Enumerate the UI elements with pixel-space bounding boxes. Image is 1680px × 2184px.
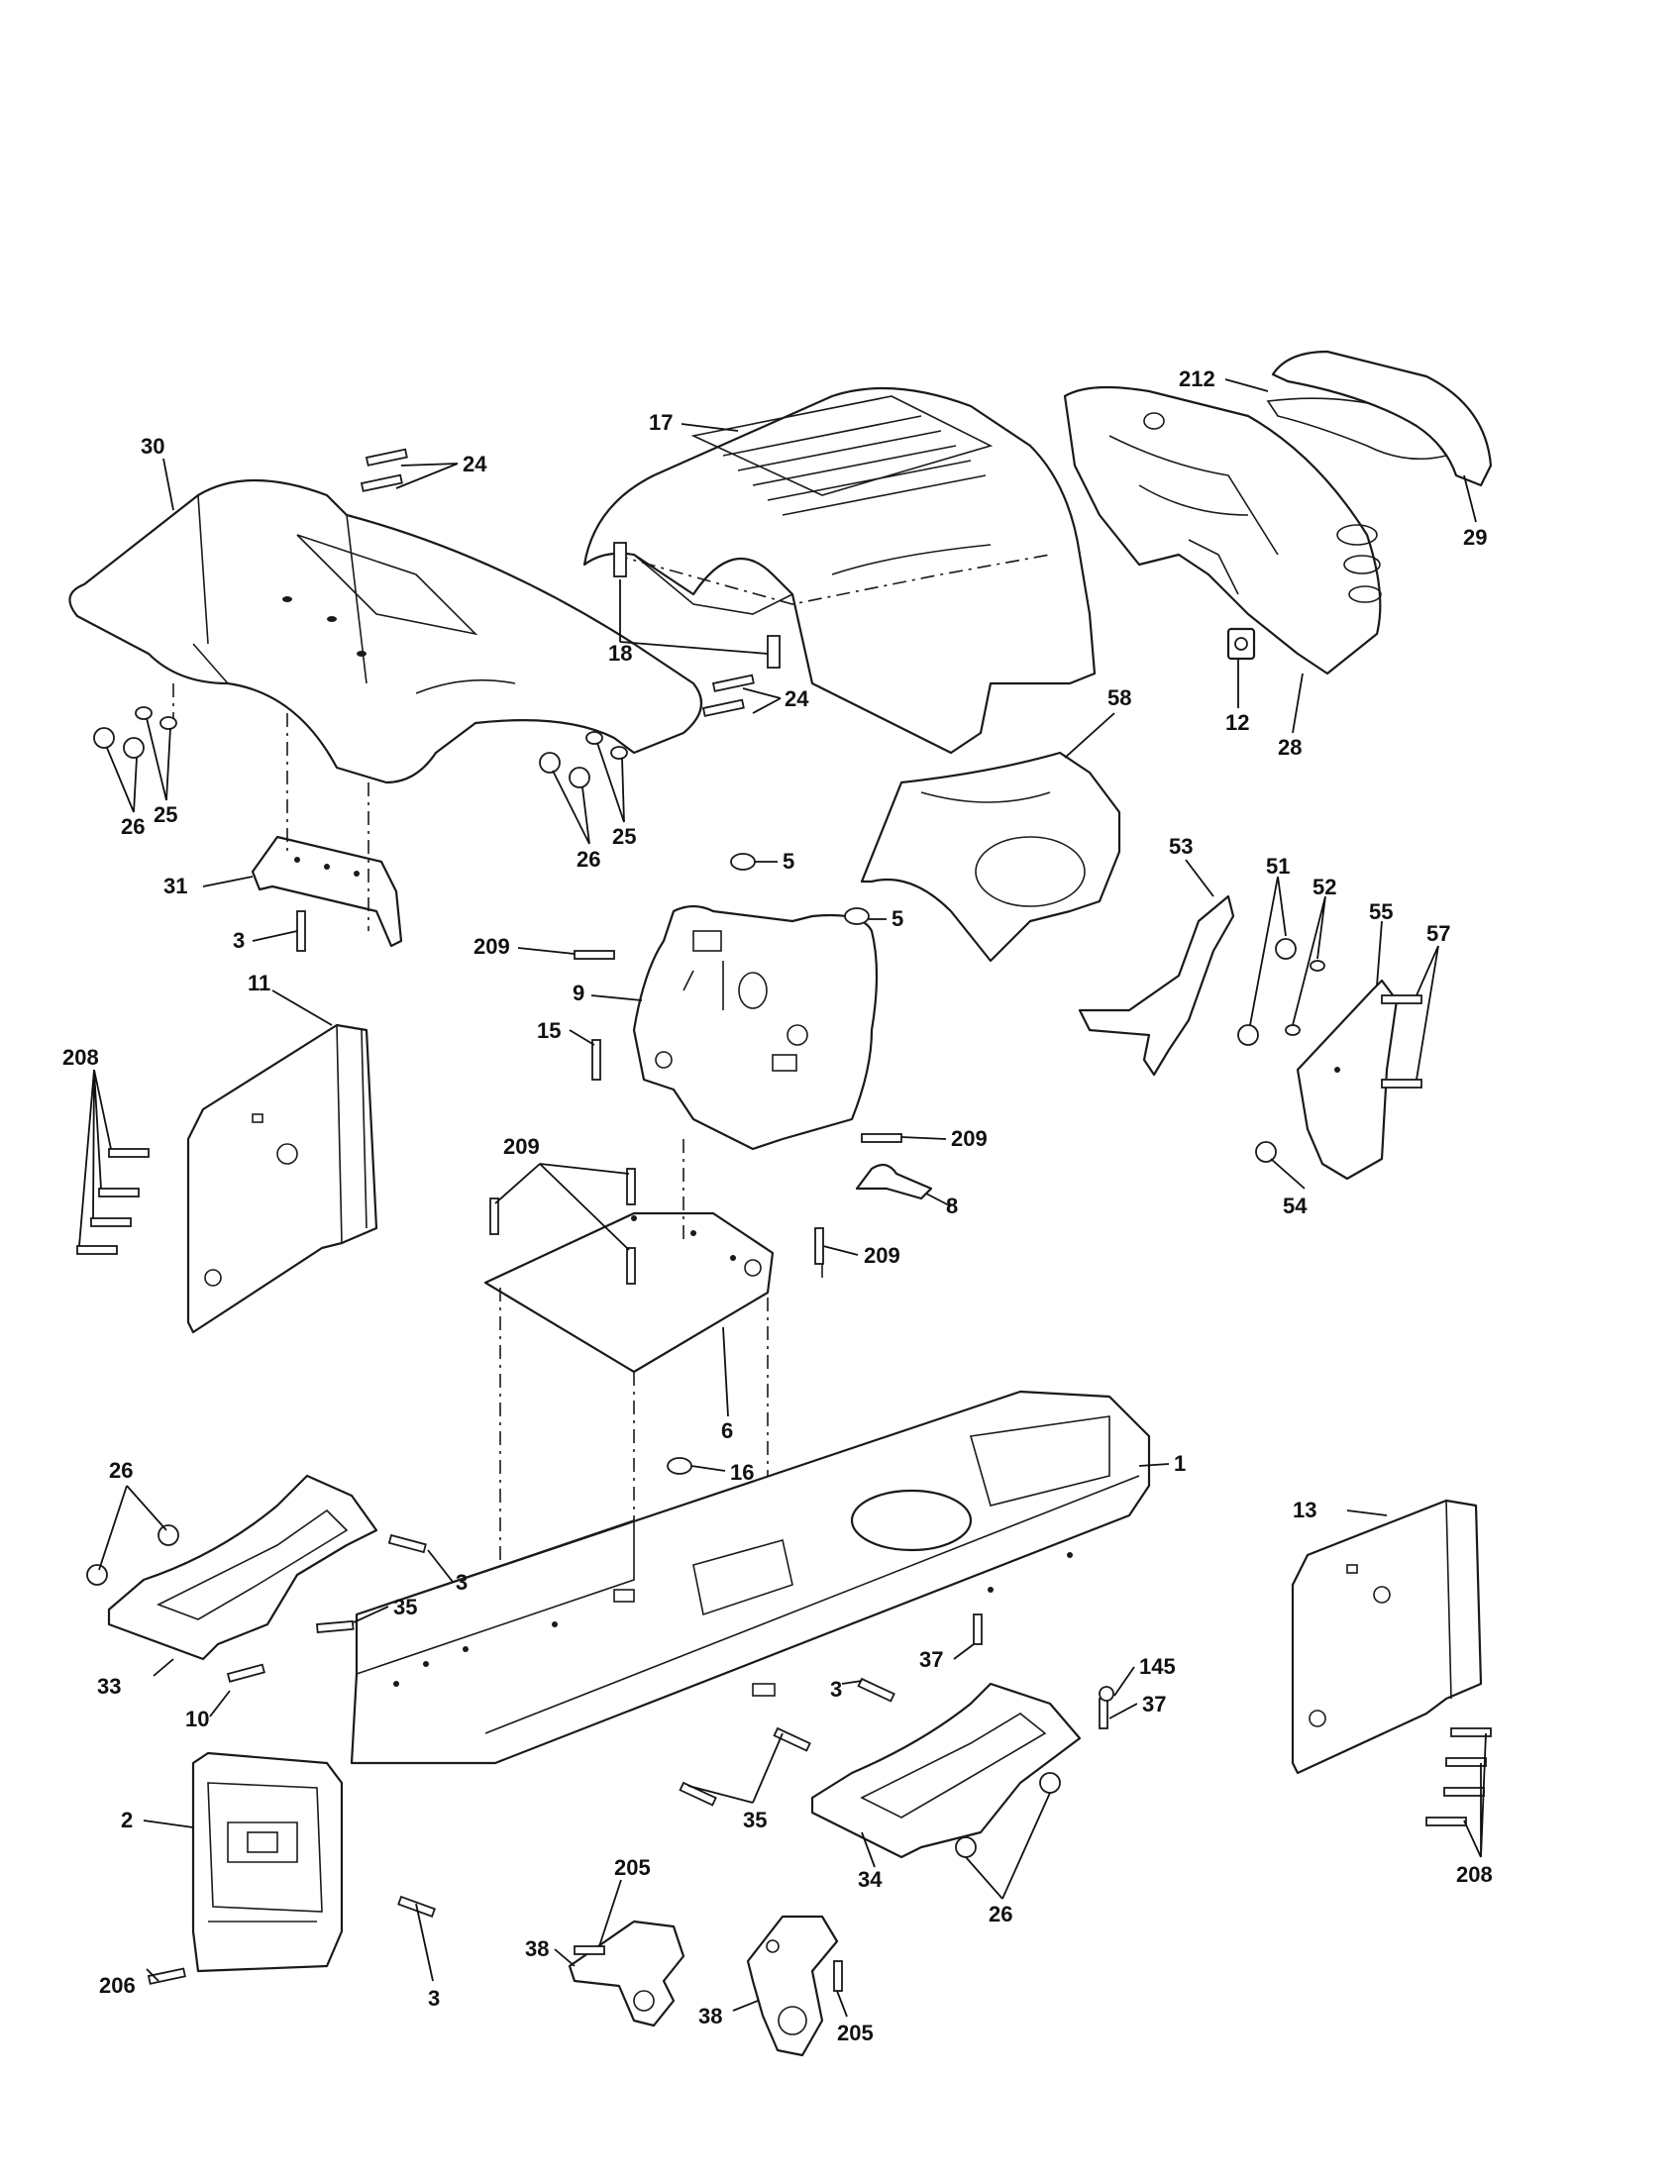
grille-part-212 [1266,397,1448,461]
label-205: 205 [614,1855,651,1880]
bracket-part-38 [746,1915,839,2057]
label-17: 17 [649,410,673,435]
pin-part-18 [767,635,781,669]
clip-part-12 [1226,627,1256,661]
label-53: 53 [1169,834,1193,859]
label-145: 145 [1139,1654,1176,1679]
label-26: 26 [121,814,145,839]
label-37: 37 [919,1647,943,1672]
label-18: 18 [608,641,632,666]
label-37: 37 [1142,1692,1166,1716]
label-26: 26 [577,847,600,872]
label-209: 209 [503,1134,540,1159]
label-33: 33 [97,1674,121,1699]
leader-lines [78,378,1487,2018]
pin-part-18 [613,542,627,577]
plate-part-6 [483,1211,775,1374]
grille-trim-part-29 [1271,350,1493,487]
label-208: 208 [1456,1862,1493,1887]
label-3: 3 [830,1677,842,1702]
label-35: 35 [393,1595,417,1619]
front-bracket-part-2 [191,1751,344,1973]
fender-part-30 [68,478,703,784]
label-57: 57 [1426,921,1450,946]
label-5: 5 [783,849,794,874]
label-6: 6 [721,1418,733,1443]
label-25: 25 [612,824,636,849]
label-35: 35 [743,1808,767,1832]
label-8: 8 [946,1194,958,1218]
label-13: 13 [1293,1498,1316,1522]
label-206: 206 [99,1973,136,1998]
label-11: 11 [248,971,270,995]
label-54: 54 [1283,1194,1308,1218]
dash-panel-part-9 [632,904,879,1151]
label-1: 1 [1174,1451,1186,1476]
label-51: 51 [1266,854,1290,879]
label-10: 10 [185,1707,209,1731]
label-15: 15 [537,1018,561,1043]
label-29: 29 [1463,525,1487,550]
label-38: 38 [525,1936,549,1961]
grille-housing-part-28 [1063,385,1382,676]
label-26: 26 [109,1458,133,1483]
side-panel-part-13 [1291,1499,1483,1775]
clip-part-8 [855,1163,933,1200]
label-31: 31 [163,874,187,898]
label-25: 25 [154,802,177,827]
label-2: 2 [121,1808,133,1832]
label-5: 5 [892,906,903,931]
label-205: 205 [837,2021,874,2045]
label-9: 9 [573,981,584,1005]
label-209: 209 [951,1126,988,1151]
bracket-part-38 [568,1920,685,2028]
shroud-part-58 [860,751,1121,963]
label-208: 208 [62,1045,99,1070]
part-labels: 17 212 30 24 24 29 18 12 28 58 25 26 25 … [62,366,1493,2045]
label-16: 16 [730,1460,754,1485]
label-26: 26 [989,1902,1012,1926]
label-24: 24 [463,452,487,476]
label-52: 52 [1312,875,1336,899]
label-212: 212 [1179,366,1215,391]
hood-part-17 [582,386,1097,755]
label-34: 34 [858,1867,883,1892]
label-24: 24 [785,686,809,711]
bracket-part-31 [251,835,403,948]
footrest-part-33 [107,1474,378,1661]
label-209: 209 [473,934,510,959]
label-38: 38 [698,2004,722,2028]
label-28: 28 [1278,735,1302,760]
bracket-part-53 [1078,894,1235,1077]
label-3: 3 [428,1986,440,2011]
label-58: 58 [1107,685,1131,710]
label-30: 30 [141,434,164,459]
footrest-part-34 [810,1682,1082,1859]
side-panel-part-11 [186,1023,378,1334]
label-12: 12 [1225,710,1249,735]
label-55: 55 [1369,899,1393,924]
label-3: 3 [233,928,245,953]
label-3: 3 [456,1570,468,1595]
label-209: 209 [864,1243,900,1268]
frame-part-1 [350,1390,1151,1765]
